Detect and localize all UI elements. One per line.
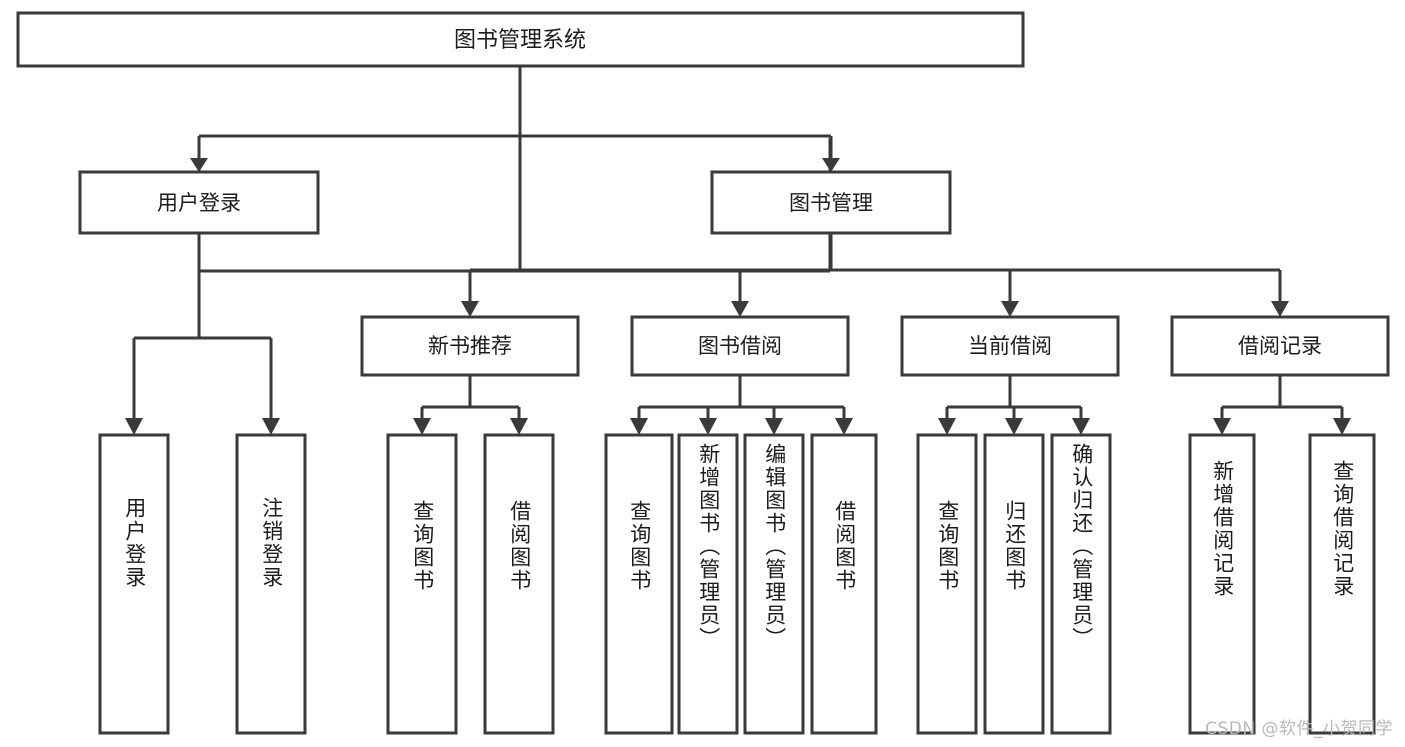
leaf-box-query-book-3[interactable]: [916, 433, 978, 735]
leaf-node-layer: [98, 433, 1376, 735]
node-borrow-record-label: 借阅记录: [1238, 334, 1322, 358]
node-root-label: 图书管理系统: [454, 28, 586, 53]
node-book-management[interactable]: 图书管理: [710, 170, 952, 235]
arrowhead-leaf-user-login: [125, 418, 143, 435]
leaf-box-query-book-2[interactable]: [604, 433, 674, 735]
node-current-borrow-label: 当前借阅: [968, 334, 1052, 358]
leaf-box-borrow-book-1[interactable]: [483, 433, 555, 735]
arrowhead-new-book-recommend: [461, 301, 479, 317]
arrowhead-leaf-add-borrow-record: [1213, 418, 1231, 435]
leaf-box-confirm-return-admin[interactable]: [1050, 433, 1112, 735]
leaf-box-query-borrow-record[interactable]: [1308, 433, 1376, 735]
arrowhead-user-login: [190, 158, 208, 172]
arrowhead-leaf-query-borrow-record: [1333, 418, 1351, 435]
node-root-box[interactable]: [16, 11, 1025, 68]
node-new-book-recommend-label: 新书推荐: [428, 334, 512, 358]
edge-layer: [197, 66, 832, 273]
leaf-box-borrow-book-2[interactable]: [810, 433, 878, 735]
connector-layer: [125, 66, 1351, 435]
arrowhead-current-borrow: [1001, 301, 1019, 317]
node-user-login[interactable]: 用户登录: [78, 170, 320, 235]
arrowhead-leaf-query-book-3: [938, 418, 956, 435]
arrowhead-leaf-return-book: [1005, 418, 1023, 435]
leaf-box-return-book[interactable]: [983, 433, 1045, 735]
leaf-box-edit-book-admin[interactable]: [743, 433, 805, 735]
node-borrow-record-box[interactable]: [1170, 315, 1390, 377]
leaf-box-add-book-admin[interactable]: [677, 433, 739, 735]
arrowhead-book-borrow: [731, 301, 749, 317]
arrowhead-leaf-borrow-book-2: [835, 418, 853, 435]
watermark-text: CSDN @软件_小贺同学: [1205, 719, 1393, 739]
arrowhead-leaf-add-book-admin: [699, 418, 717, 435]
arrowhead-borrow-record: [1271, 301, 1289, 317]
leaf-box-query-book-1[interactable]: [386, 433, 458, 735]
node-user-login-label: 用户登录: [157, 191, 241, 215]
node-new-book-recommend[interactable]: 新书推荐: [360, 315, 580, 377]
arrowhead-leaf-edit-book-admin: [765, 418, 783, 435]
arrowhead-leaf-query-book-2: [630, 418, 648, 435]
arrowhead-leaf-borrow-book-1: [510, 418, 528, 435]
node-current-borrow[interactable]: 当前借阅: [900, 315, 1120, 377]
leaf-box-user-login[interactable]: [98, 433, 170, 735]
node-borrow-record[interactable]: 借阅记录: [1170, 315, 1390, 377]
node-book-management-label: 图书管理: [789, 191, 873, 215]
arrowhead-leaf-query-book-1: [413, 418, 431, 435]
node-root[interactable]: 图书管理系统: [16, 11, 1025, 68]
node-book-borrow-label: 图书借阅: [698, 334, 782, 358]
arrowhead-leaf-confirm-return: [1072, 418, 1090, 435]
arrowhead-leaf-logout: [262, 418, 280, 435]
arrowhead-book-mgmt: [822, 158, 840, 172]
node-book-borrow[interactable]: 图书借阅: [630, 315, 850, 377]
node-book-borrow-box[interactable]: [630, 315, 850, 377]
leaf-box-add-borrow-record[interactable]: [1188, 433, 1256, 735]
leaf-box-logout[interactable]: [235, 433, 307, 735]
